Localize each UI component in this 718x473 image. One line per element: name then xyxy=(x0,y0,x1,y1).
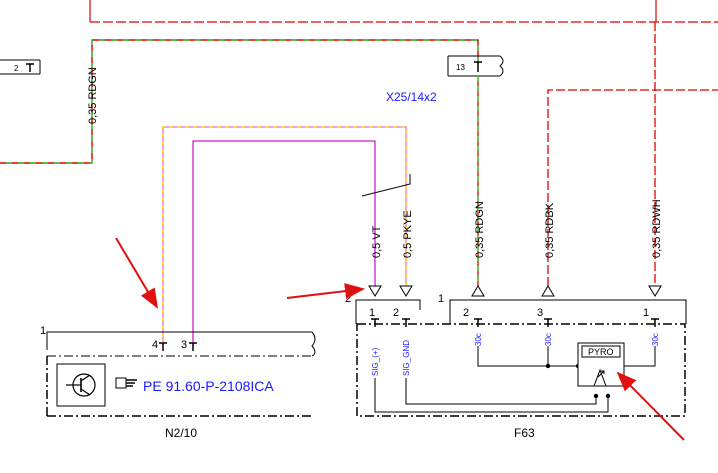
f63-sig-gnd-label: SIG_GND xyxy=(402,340,411,376)
f63-30c-label-3: 30c xyxy=(651,333,660,346)
n2-10-reference-link[interactable]: PE 91.60-P-2108ICA xyxy=(143,378,274,394)
x25-connector-label: X25/14x2 xyxy=(386,90,437,104)
f63-name: F63 xyxy=(514,426,535,440)
wire-label-pkye: 0,5 PKYE xyxy=(402,210,414,258)
n2-10-pin3-label: 3 xyxy=(181,339,187,351)
n2-10-pin4-label: 4 xyxy=(152,339,158,351)
wire-label-top-left: 0,35 RDGN xyxy=(87,67,99,124)
f63-30c-label-2: 30c xyxy=(544,333,553,346)
n2-10-name: N2/10 xyxy=(165,426,197,440)
f63-pyro-label: PYRO xyxy=(588,347,614,357)
f63-pin2-label: 2 xyxy=(393,307,399,319)
annotation-arrows xyxy=(115,237,685,441)
pointing-hand-icon[interactable] xyxy=(115,377,137,389)
arrow-to-f63-pin1 xyxy=(286,283,365,300)
wire-label-rdbk: 0,35 RDBK xyxy=(544,202,556,258)
x25-pin-label: 13 xyxy=(456,63,465,72)
left-stub-connector: 2 xyxy=(0,59,41,75)
f63-pin1b-label: 1 xyxy=(643,307,649,319)
top-red-lines xyxy=(89,0,718,23)
left-stub-pin-label: 2 xyxy=(14,64,19,73)
wire-pkye: 0,5 PKYE xyxy=(162,126,414,345)
wire-rdgn: 0,35 RDGN xyxy=(474,76,486,286)
arrow-to-n2-pin4 xyxy=(115,237,159,309)
wire-top-left-rdgn: 0,35 RDGN xyxy=(0,39,479,164)
wire-vt: 0,5 VT xyxy=(192,140,383,345)
f63-pin-triangles xyxy=(368,285,662,297)
transistor-icon xyxy=(66,373,96,397)
f63-pin1-label: 1 xyxy=(369,307,375,319)
n2-10-group-label: 1 xyxy=(40,325,46,337)
n2-10-component: 1 4 3 PE 91.60-P-2108ICA N2/10 xyxy=(40,325,316,440)
wire-label-rdgn: 0,35 RDGN xyxy=(474,201,486,258)
wire-label-vt: 0,5 VT xyxy=(371,225,383,258)
arrow-to-pyro xyxy=(616,371,685,441)
wire-label-rdwh: 0,35 RDWH xyxy=(651,199,663,258)
x25-connector: 13 X25/14x2 xyxy=(386,55,504,104)
f63-pin2b-label: 2 xyxy=(463,307,469,319)
f63-30c-label-1: 30c xyxy=(474,333,483,346)
twisted-pair-marker xyxy=(361,174,411,197)
wire-rdwh: 0,35 RDWH xyxy=(651,22,663,286)
f63-component: 1 2 2 3 1 SIG_(+) SIG_GND 30c 30c 30c PY… xyxy=(356,307,686,440)
f63-group-left-label: 2 xyxy=(345,293,351,305)
f63-group-right-label: 1 xyxy=(438,293,444,305)
f63-sig-plus-label: SIG_(+) xyxy=(371,347,380,376)
wire-rdbk: 0,35 RDBK xyxy=(544,89,718,286)
f63-pin3-label: 3 xyxy=(537,307,543,319)
